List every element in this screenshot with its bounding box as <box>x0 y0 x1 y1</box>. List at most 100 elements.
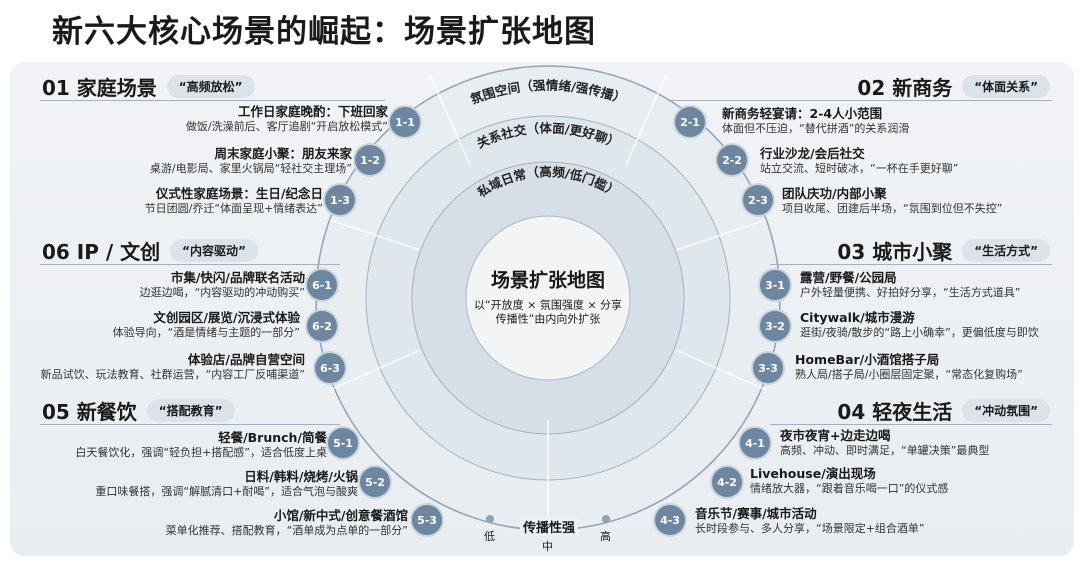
scene-desc: 高频、冲动、即时满足，“单罐决策”最典型 <box>780 444 990 457</box>
scene-badge: 4-2 <box>712 467 742 497</box>
scene-title: 文创园区/展览/沉浸式体验 <box>153 310 300 325</box>
scene-title: 工作日家庭晚酌：下班回家 <box>237 104 388 119</box>
scene-badge: 2-2 <box>717 145 747 175</box>
scene-badge: 1-3 <box>325 185 355 215</box>
scene-item: Livehouse/演出现场情绪放大器，“跟着音乐喝一口”的仪式感 <box>750 466 948 496</box>
axis-mid: 中 <box>542 540 553 553</box>
section-header-s05: 05 新餐饮 “搭配教育” <box>42 396 235 425</box>
scene-item: 仪式性家庭场景：生日/纪念日节日团圆/乔迁“体面呈现+情绪表达” <box>145 186 323 216</box>
scene-item: HomeBar/小酒馆搭子局熟人局/搭子局/小圈层固定聚，“常态化复购场” <box>795 352 1023 382</box>
section-title: 05 新餐饮 <box>42 400 137 424</box>
scene-item: 市集/快闪/品牌联名活动边逛边喝，“内容驱动的冲动购买” <box>140 270 305 300</box>
section-title: 03 城市小聚 <box>837 240 953 264</box>
scene-desc: 站立交流、短时破冰，“一杯在手更好聊” <box>760 162 959 175</box>
scene-desc: 节日团圆/乔迁“体面呈现+情绪表达” <box>144 202 323 215</box>
section-header-s06: 06 IP / 文创 “内容驱动” <box>42 236 258 265</box>
scene-desc: 情绪放大器，“跟着音乐喝一口”的仪式感 <box>750 482 949 495</box>
scene-item: 新商务轻宴请：2-4人小范围体面但不压迫，“替代拼酒”的关系润滑 <box>722 106 909 136</box>
scene-item: 体验店/品牌自营空间新品试饮、玩法教育、社群运营，“内容工厂反哺渠道” <box>41 352 305 382</box>
scene-title: 仪式性家庭场景：生日/纪念日 <box>155 186 323 201</box>
scene-title: 露营/野餐/公园局 <box>800 270 897 285</box>
spokes <box>329 74 767 525</box>
scene-title: 行业沙龙/会后社交 <box>760 146 865 161</box>
scene-desc: 体面但不压迫，“替代拼酒”的关系润滑 <box>722 122 910 135</box>
section-tag: “生活方式” <box>962 239 1050 262</box>
scene-title: 轻餐/Brunch/简餐 <box>218 430 327 445</box>
scene-title: Livehouse/演出现场 <box>750 466 876 481</box>
scene-title: 市集/快闪/品牌联名活动 <box>170 270 305 285</box>
scene-desc: 做饭/洗澡前后、客厅追剧“开启放松模式” <box>185 120 388 133</box>
scene-badge: 5-1 <box>328 428 358 458</box>
scene-desc: 重口味餐搭，强调“解腻清口+耐喝”，适合气泡与酸爽 <box>95 485 358 498</box>
section-divider <box>40 264 340 265</box>
section-tag: “体面关系” <box>962 75 1050 98</box>
scene-desc: 项目收尾、团建后半场，“氛围到位但不失控” <box>782 202 1003 215</box>
section-title: 02 新商务 <box>857 76 953 100</box>
scene-desc: 逛街/夜骑/散步的“路上小确幸”，更偏低度与即饮 <box>800 326 1039 339</box>
scene-desc: 熟人局/搭子局/小圈层固定聚，“常态化复购场” <box>795 368 1023 381</box>
scene-title: 新商务轻宴请：2-4人小范围 <box>722 106 883 121</box>
axis-dot-low <box>486 515 494 523</box>
page-title: 新六大核心场景的崛起：场景扩张地图 <box>52 14 596 50</box>
scene-item: 文创园区/展览/沉浸式体验体验导向，“酒是情绪与主题的一部分” <box>113 310 300 340</box>
scene-desc: 户外轻量便携、好拍好分享，“生活方式道具” <box>800 286 1021 299</box>
center-circle <box>465 215 631 381</box>
scene-title: 夜市夜宵+边走边喝 <box>780 428 891 443</box>
section-title: 04 轻夜生活 <box>837 400 953 424</box>
scene-desc: 新品试饮、玩法教育、社群运营，“内容工厂反哺渠道” <box>40 368 305 381</box>
scene-badge: 5-2 <box>360 467 390 497</box>
scene-title: HomeBar/小酒馆搭子局 <box>795 352 940 367</box>
scene-title: 体验店/品牌自营空间 <box>187 352 305 367</box>
scene-badge: 5-3 <box>412 505 442 535</box>
center-label: 场景扩张地图 以“开放度 × 氛围强度 × 分享传播性”由内向外扩张 <box>473 266 623 327</box>
axis-dot-high <box>602 515 610 523</box>
section-divider <box>670 100 1052 101</box>
scene-item: 周末家庭小聚：朋友来家桌游/电影局、家里火锅局“轻社交主理场” <box>150 146 352 176</box>
scene-item: 团队庆功/内部小聚项目收尾、团建后半场，“氛围到位但不失控” <box>782 186 1002 216</box>
scene-badge: 6-2 <box>307 311 337 341</box>
scene-badge: 3-1 <box>760 270 790 300</box>
scene-title: 音乐节/赛事/城市活动 <box>695 506 817 521</box>
scene-badge: 4-3 <box>655 505 685 535</box>
scene-badge: 1-1 <box>390 107 420 137</box>
section-header-s04: 04 轻夜生活 “冲动氛围” <box>837 396 1050 425</box>
scene-item: 日料/韩料/烧烤/火锅重口味餐搭，强调“解腻清口+耐喝”，适合气泡与酸爽 <box>95 469 358 499</box>
scene-item: 音乐节/赛事/城市活动长时段参与、多人分享，“场景限定+组合酒单” <box>695 506 925 536</box>
scene-title: 周末家庭小聚：朋友来家 <box>214 146 352 161</box>
scene-desc: 白天餐饮化，强调“轻负担+搭配感”，适合低度上桌 <box>75 446 327 459</box>
scene-item: 轻餐/Brunch/简餐白天餐饮化，强调“轻负担+搭配感”，适合低度上桌 <box>75 430 327 460</box>
section-tag: “搭配教育” <box>146 399 235 422</box>
scene-desc: 体验导向，“酒是情绪与主题的一部分” <box>112 326 300 339</box>
section-divider <box>40 424 340 425</box>
section-divider <box>770 424 1052 425</box>
scene-badge: 3-2 <box>760 311 790 341</box>
section-title: 06 IP / 文创 <box>42 240 161 264</box>
scene-title: 小馆/新中式/创意餐酒馆 <box>273 508 408 523</box>
section-header-s01: 01 家庭场景 “高频放松” <box>42 72 255 101</box>
scene-badge: 6-1 <box>307 270 337 300</box>
scene-desc: 菜单化推荐、搭配教育，“酒单成为点单的一部分” <box>165 524 408 537</box>
scene-item: Citywalk/城市漫游逛街/夜骑/散步的“路上小确幸”，更偏低度与即饮 <box>800 310 1039 340</box>
section-divider <box>40 100 385 101</box>
scene-badge: 2-1 <box>675 107 705 137</box>
section-tag: “内容驱动” <box>170 239 258 262</box>
axis-label: 传播性强 <box>520 517 579 536</box>
scene-badge: 4-1 <box>740 428 770 458</box>
center-title: 场景扩张地图 <box>490 269 605 292</box>
section-tag: “冲动氛围” <box>962 399 1050 422</box>
section-header-s03: 03 城市小聚 “生活方式” <box>837 236 1050 265</box>
section-title: 01 家庭场景 <box>42 76 157 100</box>
scene-item: 夜市夜宵+边走边喝高频、冲动、即时满足，“单罐决策”最典型 <box>780 428 989 458</box>
scene-title: 日料/韩料/烧烤/火锅 <box>244 469 358 484</box>
scene-desc: 桌游/电影局、家里火锅局“轻社交主理场” <box>149 162 352 175</box>
scene-badge: 3-3 <box>753 353 783 383</box>
scene-title: 团队庆功/内部小聚 <box>782 186 887 201</box>
section-divider <box>770 264 1052 265</box>
scene-desc: 长时段参与、多人分享，“场景限定+组合酒单” <box>695 522 925 535</box>
scene-badge: 1-2 <box>355 145 385 175</box>
section-header-s02: 02 新商务 “体面关系” <box>857 72 1050 101</box>
section-tag: “高频放松” <box>166 75 255 98</box>
scene-item: 行业沙龙/会后社交站立交流、短时破冰，“一杯在手更好聊” <box>760 146 958 176</box>
scene-item: 小馆/新中式/创意餐酒馆菜单化推荐、搭配教育，“酒单成为点单的一部分” <box>166 508 408 538</box>
scene-title: Citywalk/城市漫游 <box>800 310 915 325</box>
